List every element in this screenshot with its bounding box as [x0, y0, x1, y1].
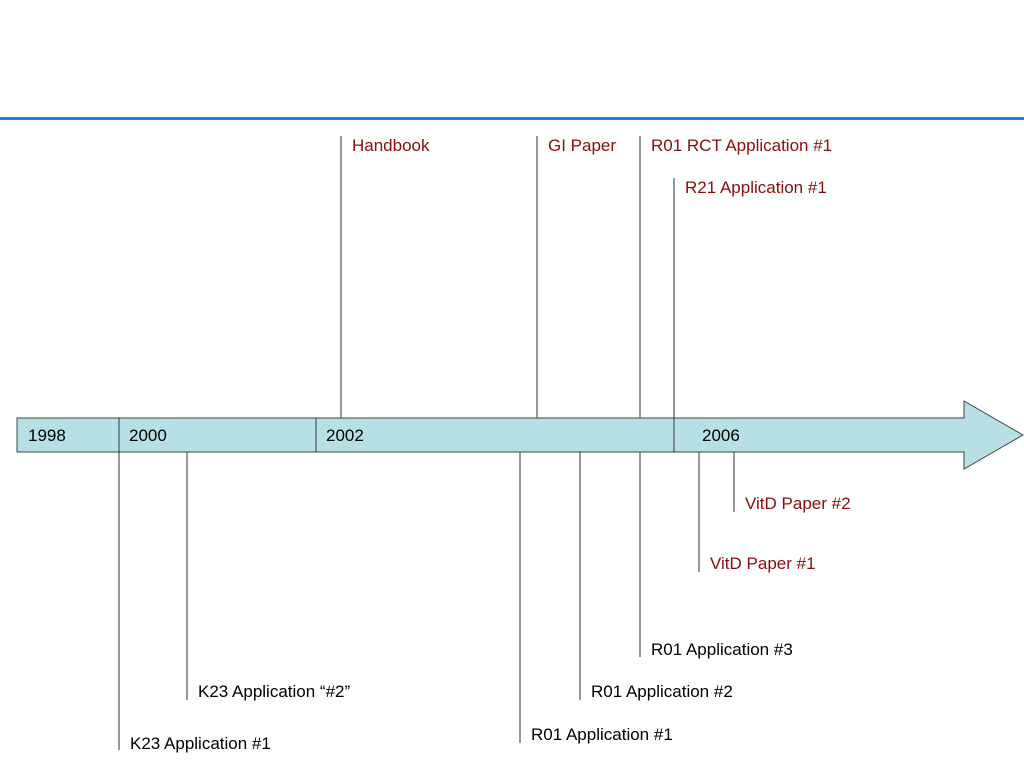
year-label-2000: 2000	[129, 426, 167, 445]
event-label-vitd-paper-2: VitD Paper #2	[745, 494, 851, 513]
event-label-r01-app-2: R01 Application #2	[591, 682, 733, 701]
event-label-handbook: Handbook	[352, 136, 430, 155]
header-rule	[0, 117, 1024, 120]
event-label-r21-app-1: R21 Application #1	[685, 178, 827, 197]
event-label-r01-app-3: R01 Application #3	[651, 640, 793, 659]
year-label-1998: 1998	[28, 426, 66, 445]
event-label-r01-app-1: R01 Application #1	[531, 725, 673, 744]
year-label-2006: 2006	[702, 426, 740, 445]
year-label-2002: 2002	[326, 426, 364, 445]
timeline-arrow	[16, 400, 1024, 470]
event-label-k23-app-1: K23 Application #1	[130, 734, 271, 753]
event-label-k23-app-2: K23 Application “#2”	[198, 682, 351, 701]
event-label-vitd-paper-1: VitD Paper #1	[710, 554, 816, 573]
event-label-gi-paper: GI Paper	[548, 136, 617, 155]
event-label-r01-rct-app-1: R01 RCT Application #1	[651, 136, 833, 155]
